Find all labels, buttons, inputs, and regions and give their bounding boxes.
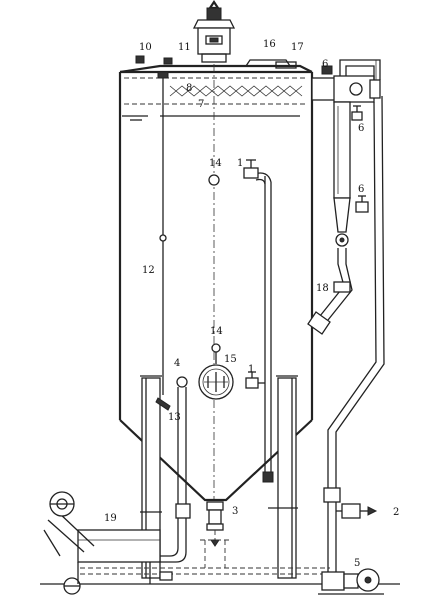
valve-upper — [243, 159, 259, 179]
label-15: 15 — [224, 354, 237, 365]
callout-labels: 10 11 16 17 6 8 7 6 14 1 6 12 18 14 15 4… — [104, 39, 399, 569]
bottom-outlet-valve — [206, 501, 224, 547]
tank-body — [118, 64, 314, 502]
internal-vertical-pipe — [253, 172, 274, 483]
label-6-low: 6 — [358, 184, 364, 195]
label-17: 17 — [291, 42, 304, 53]
label-5: 5 — [354, 558, 360, 569]
label-7: 7 — [198, 99, 204, 110]
label-14-upper: 14 — [209, 158, 222, 169]
level-rod — [157, 71, 169, 395]
pump — [318, 568, 384, 595]
top-vent-assembly — [192, 0, 236, 63]
sample-point-upper — [208, 174, 220, 186]
label-1-lower: 1 — [248, 364, 254, 375]
label-4: 4 — [174, 358, 180, 369]
label-19: 19 — [104, 513, 117, 524]
label-8: 8 — [186, 83, 192, 94]
label-16: 16 — [263, 39, 276, 50]
foam-separator-assembly — [307, 59, 385, 580]
filter-unit — [43, 491, 161, 595]
label-14-lower: 14 — [210, 326, 223, 337]
label-13: 13 — [168, 412, 181, 423]
label-12: 12 — [142, 265, 155, 276]
dashed-plumbing — [80, 539, 330, 581]
label-18: 18 — [316, 283, 329, 294]
thermometer-gauge — [198, 343, 234, 400]
label-1-upper: 1 — [237, 158, 243, 169]
valve-lower — [245, 371, 265, 389]
label-6-top: 6 — [322, 59, 328, 70]
label-2: 2 — [393, 507, 399, 518]
inlet-pipe-4 — [155, 376, 191, 563]
label-11: 11 — [178, 42, 191, 53]
label-3: 3 — [232, 506, 238, 517]
label-6-mid: 6 — [358, 123, 364, 134]
label-10: 10 — [139, 42, 152, 53]
